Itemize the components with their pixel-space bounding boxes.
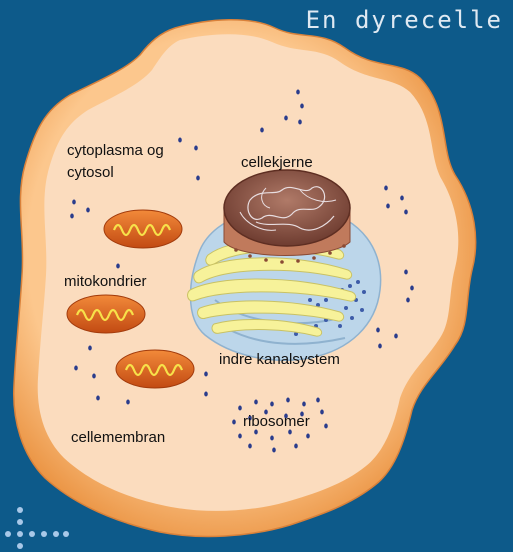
label-ribosomer: ribosomer [243,413,310,430]
er-fold [229,329,346,345]
label-mitokondrier: mitokondrier [64,273,147,290]
nucleus [223,169,351,264]
diagram-title: En dyrecelle [305,6,503,34]
mitochondrion-1 [103,209,183,249]
label-cytoplasma: cytoplasma og [67,142,164,159]
label-cellemembran: cellemembran [71,429,166,446]
label-indre-kanalsystem: indre kanalsystem [219,351,340,368]
mitochondrion-3 [115,349,195,389]
free-ribosomes [70,89,414,453]
decorative-dots [5,507,69,549]
label-cellekjerne: cellekjerne [241,154,313,171]
label-cytosol: cytosol [67,164,114,181]
mitochondrion-2 [66,294,146,334]
